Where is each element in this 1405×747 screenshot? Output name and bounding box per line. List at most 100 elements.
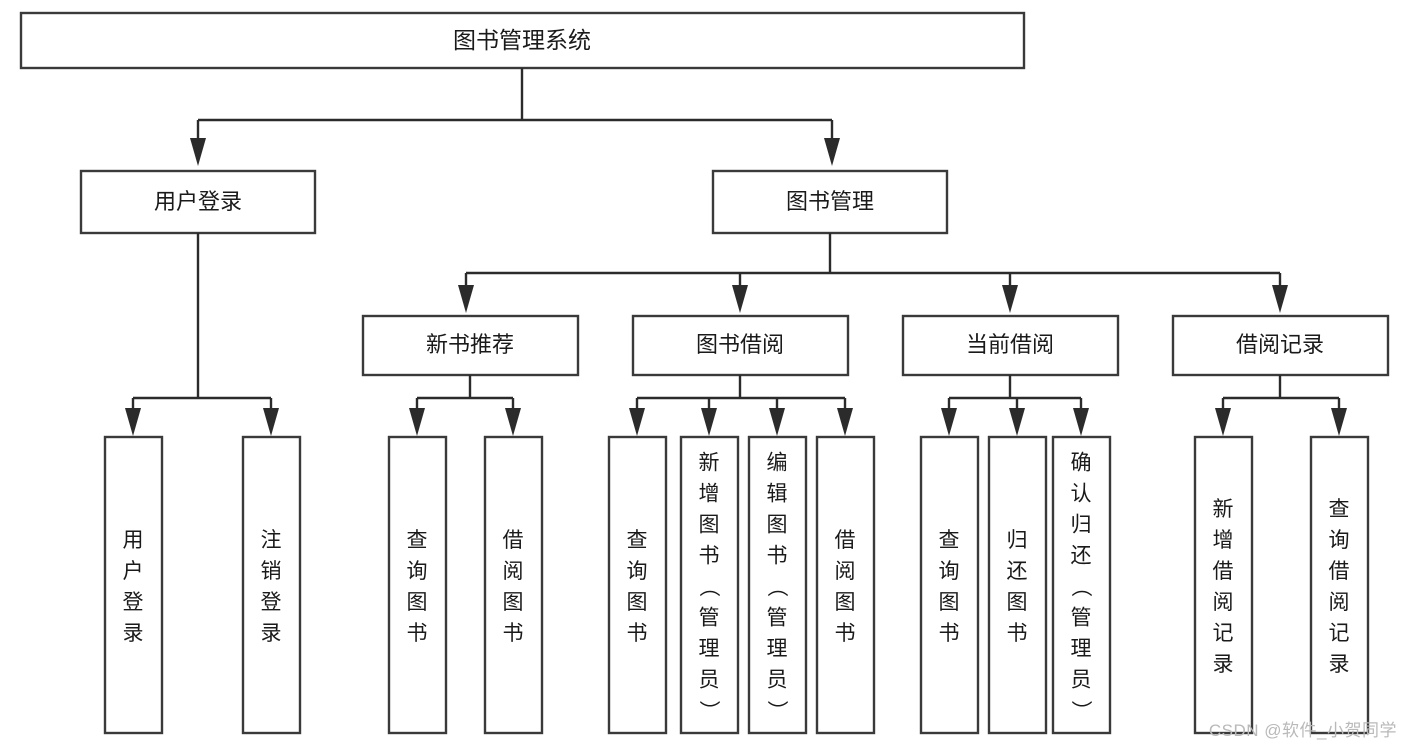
current-borrow-box — [901, 314, 1120, 377]
leaf-label-char: 辑 — [767, 483, 788, 506]
leaf-box — [103, 435, 164, 735]
leaf-label-char: 理 — [1071, 638, 1092, 661]
leaf-label-char: 阅 — [1213, 591, 1234, 614]
leaf-node[interactable] — [1193, 435, 1254, 735]
arrow-head-icon — [505, 408, 521, 436]
arrow-head-icon — [1073, 408, 1089, 436]
leaf-node[interactable] — [987, 435, 1048, 735]
leaf-box — [1051, 435, 1112, 735]
leaf-label-char: 归 — [1071, 514, 1092, 537]
leaf-label-char: 认 — [1071, 483, 1092, 506]
node-root[interactable]: 图书管理系统 — [19, 11, 1026, 70]
leaf-label-char: 录 — [123, 622, 144, 645]
leaf-label-char: 编 — [767, 452, 788, 475]
leaf-label-char: 书 — [767, 545, 788, 568]
leaf-node[interactable] — [679, 435, 740, 735]
leaf-box — [747, 435, 808, 735]
leaf-label-char: 书 — [699, 545, 720, 568]
leaf-label-char: 阅 — [835, 560, 856, 583]
leaf-label-char: 增 — [1213, 529, 1234, 552]
node-book-management[interactable]: 图书管理 — [711, 169, 949, 235]
borrow-record-label: 借阅记录 — [1236, 332, 1324, 357]
leaf-label: 用户登录 — [123, 529, 144, 645]
leaf-label-char: 图 — [767, 514, 788, 537]
leaf-label-char: 员 — [699, 669, 720, 692]
leaf-box — [815, 435, 876, 735]
leaf-node[interactable] — [103, 435, 164, 735]
arrow-head-icon — [769, 408, 785, 436]
node-book-borrow[interactable]: 图书借阅 — [631, 314, 850, 377]
leaf-label-char: 录 — [261, 622, 282, 645]
node-current-borrow[interactable]: 当前借阅 — [901, 314, 1120, 377]
leaf-label-char: 登 — [261, 591, 282, 614]
leaf-label-char: 图 — [627, 591, 648, 614]
leaf-node[interactable] — [747, 435, 808, 735]
leaf-label-char: 录 — [1213, 653, 1234, 676]
connector-root-to-level1 — [190, 68, 840, 166]
leaf-label-char: 员 — [1071, 669, 1092, 692]
leaf-box — [483, 435, 544, 735]
leaf-label-char: 记 — [1329, 622, 1350, 645]
leaf-label-char: 询 — [627, 560, 648, 583]
arrow-head-icon — [837, 408, 853, 436]
connector-book-borrow-to-leaves — [629, 375, 853, 436]
user-login-label: 用户登录 — [154, 189, 242, 214]
new-book-recommend-label: 新书推荐 — [426, 332, 514, 357]
leaf-label-char: 书 — [1007, 622, 1028, 645]
leaf-node[interactable] — [607, 435, 668, 735]
leaf-label-char: 记 — [1213, 622, 1234, 645]
node-user-login[interactable]: 用户登录 — [79, 169, 317, 235]
leaf-label-char: 图 — [503, 591, 524, 614]
leaf-label-char: 查 — [627, 529, 648, 552]
leaf-label-char: 借 — [1213, 560, 1234, 583]
arrow-head-icon — [458, 285, 474, 313]
current-borrow-label: 当前借阅 — [966, 332, 1054, 357]
new-book-recommend-box — [361, 314, 580, 377]
leaf-label-char: 归 — [1007, 529, 1028, 552]
leaf-label-char: （ — [697, 576, 720, 597]
csdn-watermark: CSDN @软件_小贺同学 — [1208, 721, 1397, 740]
leaf-label-char: 还 — [1071, 545, 1092, 568]
leaf-label-char: 借 — [835, 529, 856, 552]
connector-borrow-record-to-leaves — [1215, 375, 1347, 436]
user-login-box — [79, 169, 317, 235]
leaf-node[interactable] — [1051, 435, 1112, 735]
leaf-label-char: 图 — [835, 591, 856, 614]
leaf-node[interactable] — [815, 435, 876, 735]
arrow-head-icon — [629, 408, 645, 436]
root-box — [19, 11, 1026, 70]
leaf-label-char: ） — [765, 700, 788, 721]
connector-new-book-recommend-to-leaves — [409, 375, 521, 436]
root-label: 图书管理系统 — [453, 27, 591, 53]
leaf-label-char: 询 — [407, 560, 428, 583]
leaf-node[interactable] — [919, 435, 980, 735]
leaf-node[interactable] — [1309, 435, 1370, 735]
arrow-head-icon — [409, 408, 425, 436]
leaf-node[interactable] — [387, 435, 448, 735]
leaf-label-char: 增 — [699, 483, 720, 506]
leaf-label-char: ） — [1069, 700, 1092, 721]
leaf-box — [607, 435, 668, 735]
leaf-label-char: 书 — [939, 622, 960, 645]
arrow-head-icon — [1272, 285, 1288, 313]
leaf-node[interactable] — [483, 435, 544, 735]
leaf-label-char: 查 — [939, 529, 960, 552]
arrow-head-icon — [1002, 285, 1018, 313]
node-new-book-recommend[interactable]: 新书推荐 — [361, 314, 580, 377]
leaf-node[interactable] — [241, 435, 302, 735]
arrow-head-icon — [824, 138, 840, 166]
book-borrow-label: 图书借阅 — [696, 332, 784, 357]
leaf-label-char: （ — [1069, 576, 1092, 597]
arrow-head-icon — [263, 408, 279, 436]
node-borrow-record[interactable]: 借阅记录 — [1171, 314, 1390, 377]
leaf-label-char: 查 — [407, 529, 428, 552]
